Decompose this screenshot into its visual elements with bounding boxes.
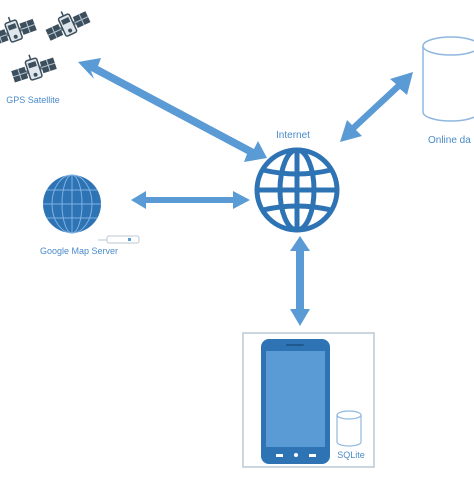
arrow-gps-internet <box>78 58 267 162</box>
satellite-icon <box>7 47 59 87</box>
database-icon <box>336 410 362 447</box>
arrow-internet-online-db <box>340 72 413 142</box>
gps-satellite-label: GPS Satellite <box>6 95 60 105</box>
globe-icon <box>254 147 340 233</box>
google-map-server-label: Google Map Server <box>40 246 118 256</box>
online-database-label: Online da <box>428 135 471 146</box>
internet-label: Internet <box>276 130 310 141</box>
smartphone-icon <box>261 339 330 464</box>
arrow-internet-mobile <box>290 236 310 326</box>
database-icon <box>422 36 474 122</box>
satellite-icon <box>40 1 93 45</box>
arrow-map-server-internet <box>131 191 250 209</box>
network-switch-icon <box>98 235 140 244</box>
satellite-icon <box>0 8 39 49</box>
sqlite-label: SQLite <box>337 450 365 460</box>
globe-icon <box>43 174 101 234</box>
